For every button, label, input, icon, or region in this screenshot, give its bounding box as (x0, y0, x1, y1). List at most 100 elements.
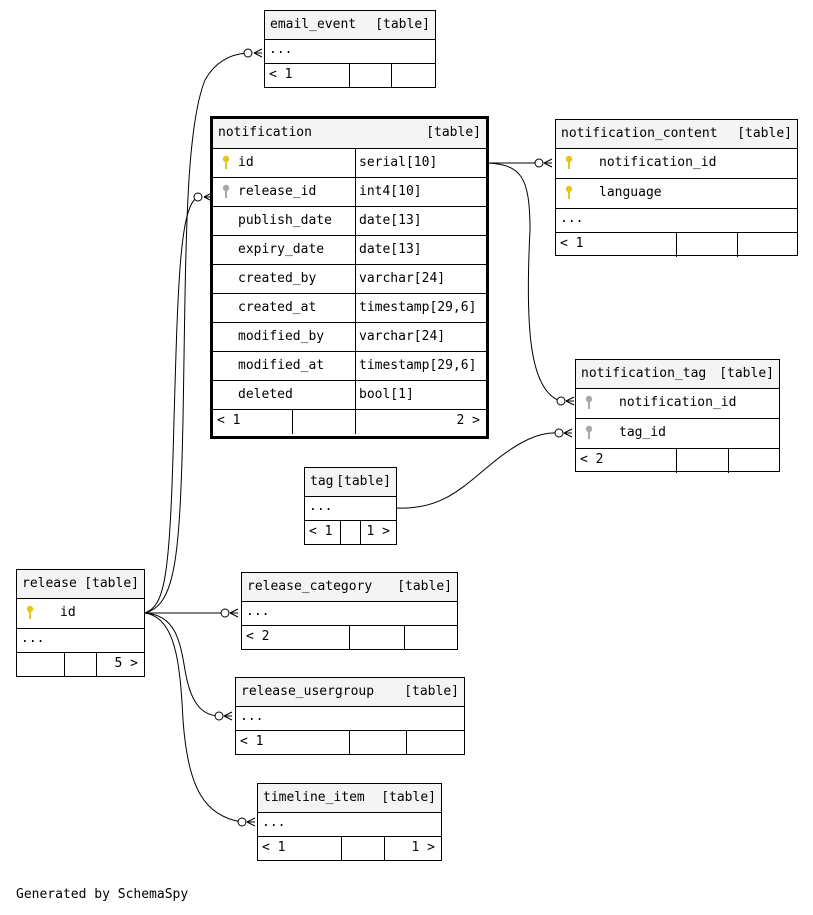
table-footer: < 1 1 > (305, 521, 396, 545)
parents-count[interactable]: < 1 (560, 236, 584, 251)
column-name: id (60, 605, 76, 620)
parents-count[interactable]: < 1 (309, 524, 333, 539)
column-name: deleted (238, 387, 293, 402)
more-columns: ... (236, 707, 464, 731)
column-row: id (17, 599, 144, 629)
column-type: int4[10] (359, 184, 422, 199)
parents-count[interactable]: < 1 (269, 67, 293, 82)
table-type: [table] (404, 684, 459, 699)
column-row: notification_id (556, 149, 797, 179)
column-name: created_at (238, 300, 317, 315)
column-name: created_by (238, 271, 317, 286)
column-row: tag_id (576, 419, 779, 449)
table-timeline-item[interactable]: timeline_item [table] ... < 1 1 > (257, 783, 442, 861)
column-row: deleted bool[1] (213, 381, 486, 410)
table-name: release_category (247, 579, 373, 594)
column-name: language (599, 185, 662, 200)
table-header: timeline_item [table] (258, 784, 441, 813)
table-release-category[interactable]: release_category [table] ... < 2 (241, 572, 458, 650)
table-notification-tag[interactable]: notification_tag [table] notification_id… (575, 359, 780, 473)
table-type: [table] (375, 17, 430, 32)
table-name: release_usergroup (241, 684, 375, 699)
table-release-usergroup[interactable]: release_usergroup [table] ... < 1 (235, 677, 465, 755)
more-columns: ... (265, 40, 435, 64)
table-header: notification_tag [table] (576, 360, 779, 389)
table-name: notification (218, 125, 312, 140)
edge-release-notification (144, 196, 199, 614)
table-footer: < 1 (236, 731, 464, 755)
children-count[interactable]: 2 > (456, 413, 480, 428)
primary-key-icon (222, 155, 230, 169)
table-release[interactable]: release [table] id ... 5 > (16, 569, 145, 677)
column-name: id (238, 155, 254, 170)
column-name: release_id (238, 184, 317, 199)
column-name: notification_id (619, 395, 737, 410)
edge-tag-notification-tag (395, 432, 559, 509)
table-header: notification_content [table] (556, 120, 797, 149)
table-type: [table] (84, 576, 139, 591)
parents-count[interactable]: < 2 (246, 629, 270, 644)
table-type: [table] (397, 579, 452, 594)
column-name: modified_at (238, 358, 325, 373)
foreign-key-icon (585, 425, 593, 439)
parents-count[interactable]: < 1 (217, 413, 241, 428)
column-row: publish_date date[13] (213, 207, 486, 236)
column-type: varchar[24] (359, 329, 446, 344)
table-header: release [table] (17, 570, 144, 599)
table-name: notification_content (561, 126, 718, 141)
table-name: tag (310, 474, 334, 489)
table-notification[interactable]: notification [table] id serial[10] relea… (210, 116, 489, 439)
table-type: [table] (336, 474, 391, 489)
table-header: email_event [table] (265, 11, 435, 40)
table-footer: < 1 2 > (213, 410, 486, 434)
column-row: id serial[10] (213, 149, 486, 178)
column-row: modified_by varchar[24] (213, 323, 486, 352)
column-name: publish_date (238, 213, 332, 228)
column-row: language (556, 179, 797, 209)
table-email-event[interactable]: email_event [table] ... < 1 (264, 10, 436, 88)
table-tag[interactable]: tag [table] ... < 1 1 > (304, 467, 397, 545)
children-count[interactable]: 5 > (114, 656, 138, 671)
edge-release-email-event (144, 52, 249, 614)
edge-notification-tag (487, 162, 561, 402)
column-row: release_id int4[10] (213, 178, 486, 207)
column-type: timestamp[29,6] (359, 300, 477, 315)
table-footer: < 1 1 > (258, 837, 441, 861)
table-type: [table] (381, 790, 436, 805)
parents-count[interactable]: < 2 (580, 452, 604, 467)
table-footer: < 1 (265, 64, 435, 88)
table-name: notification_tag (581, 366, 707, 381)
children-count[interactable]: 1 > (411, 840, 435, 855)
column-row: notification_id (576, 389, 779, 419)
table-name: timeline_item (263, 790, 365, 805)
column-row: modified_at timestamp[29,6] (213, 352, 486, 381)
foreign-key-icon (585, 395, 593, 409)
parents-count[interactable]: < 1 (240, 734, 264, 749)
generated-by-note: Generated by SchemaSpy (16, 887, 189, 902)
table-header: notification [table] (213, 119, 486, 149)
column-type: timestamp[29,6] (359, 358, 477, 373)
table-name: release (22, 576, 77, 591)
table-header: release_usergroup [table] (236, 678, 464, 707)
column-row: created_by varchar[24] (213, 265, 486, 294)
primary-key-icon (565, 155, 573, 169)
column-type: date[13] (359, 242, 422, 257)
table-notification-content[interactable]: notification_content [table] notificatio… (555, 119, 798, 257)
children-count[interactable]: 1 > (366, 524, 390, 539)
table-footer: 5 > (17, 653, 144, 677)
more-columns: ... (305, 497, 396, 521)
table-header: release_category [table] (242, 573, 457, 602)
column-name: modified_by (238, 329, 325, 344)
table-footer: < 1 (556, 233, 797, 257)
column-type: date[13] (359, 213, 422, 228)
parents-count[interactable]: < 1 (262, 840, 286, 855)
table-type: [table] (426, 125, 481, 140)
more-columns: ... (242, 602, 457, 626)
edge-release-release-usergroup (144, 612, 219, 717)
table-header: tag [table] (305, 468, 396, 497)
more-columns: ... (258, 813, 441, 837)
column-name: notification_id (599, 155, 717, 170)
table-type: [table] (719, 366, 774, 381)
column-type: serial[10] (359, 155, 438, 170)
